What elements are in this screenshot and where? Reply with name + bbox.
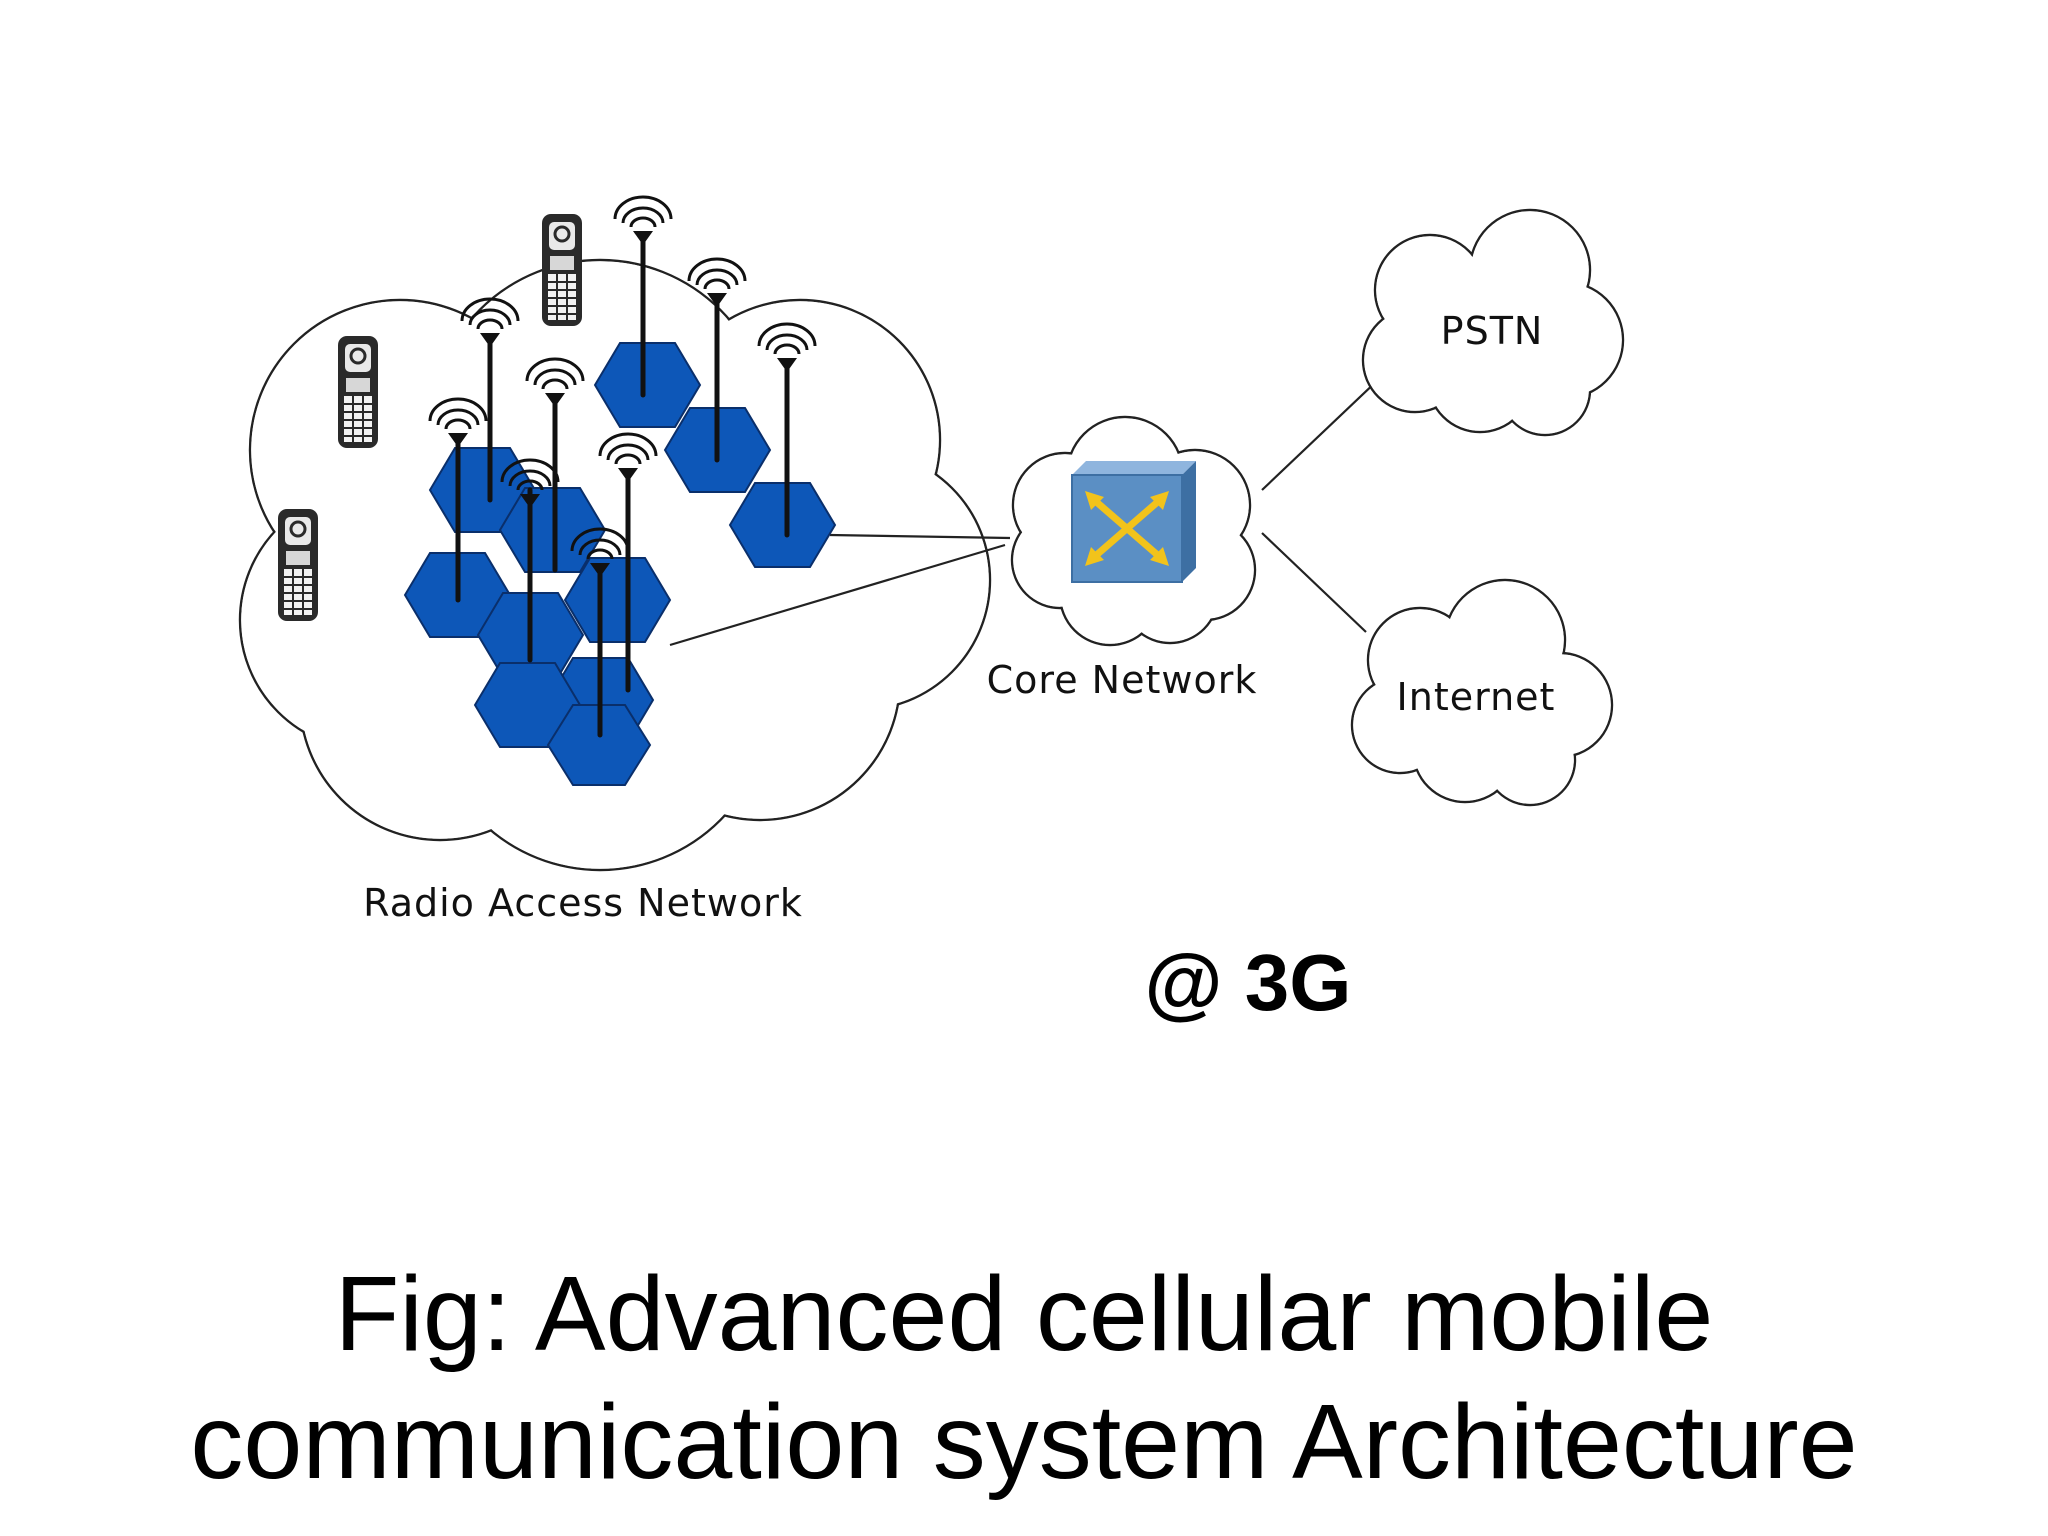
ran-to-core-link-upper	[829, 533, 1011, 540]
cell-hex	[728, 482, 837, 568]
core-to-internet-link	[1261, 532, 1367, 633]
figure-caption-line-2: communication system Architecture	[190, 1383, 1858, 1501]
cell-hex	[593, 342, 702, 428]
figure-caption-line-1: Fig: Advanced cellular mobile	[334, 1255, 1714, 1373]
antenna-tower-icon	[757, 322, 817, 538]
internet-cloud	[1350, 578, 1614, 807]
internet-label: Internet	[1397, 675, 1556, 719]
antenna-masts	[428, 195, 817, 738]
generation-tag-label: @ 3G	[1145, 938, 1352, 1027]
antenna-tower-icon	[500, 458, 560, 663]
crossed-arrows-switch-icon	[1071, 461, 1196, 583]
antenna-tower-icon	[687, 257, 747, 463]
antenna-tower-icon	[570, 527, 630, 738]
mobile-phone-icon	[540, 212, 584, 328]
figure-caption: Fig: Advanced cellular mobile communicat…	[0, 1250, 2048, 1506]
mobile-phone-icon	[276, 507, 320, 623]
ran-to-core-link-lower	[669, 543, 1006, 647]
antenna-tower-icon	[613, 195, 673, 398]
core-to-pstn-link	[1261, 377, 1381, 491]
antenna-tower-icon	[525, 357, 585, 573]
cell-hex	[563, 557, 672, 643]
core-network-label: Core Network	[987, 658, 1258, 702]
mobile-phone-icon	[336, 334, 380, 450]
antenna-tower-icon	[598, 432, 658, 693]
cell-cluster	[403, 342, 837, 786]
cell-hex	[546, 704, 652, 786]
pstn-label: PSTN	[1441, 309, 1544, 353]
antenna-tower-icon	[428, 397, 488, 603]
pstn-cloud	[1361, 208, 1625, 437]
radio-access-network-label: Radio Access Network	[363, 881, 803, 925]
antenna-tower-icon	[460, 297, 520, 503]
